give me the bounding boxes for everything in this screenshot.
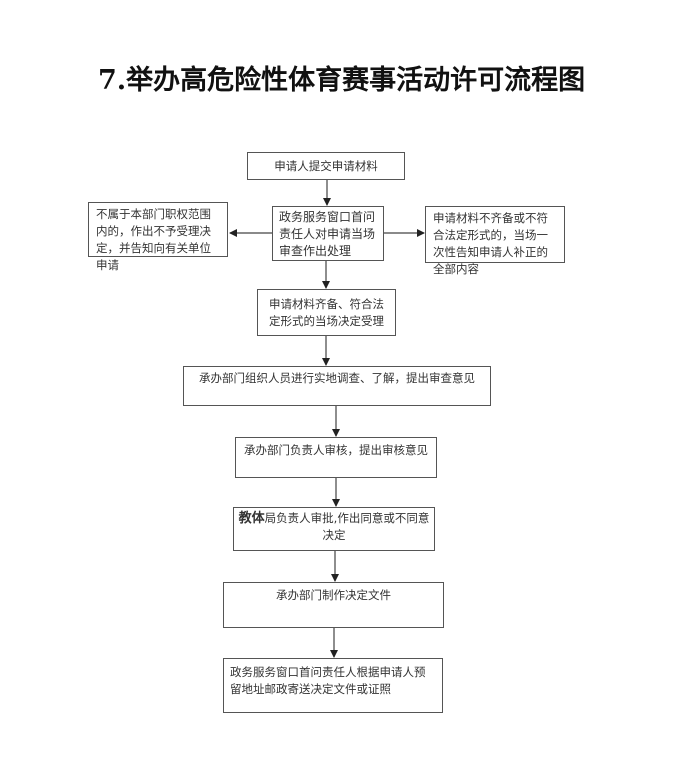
node-dept-review: 承办部门负责人审核，提出审核意见	[235, 437, 437, 478]
node-make-document: 承办部门制作决定文件	[223, 582, 444, 628]
node-submit: 申请人提交申请材料	[247, 152, 405, 180]
node-investigate-text: 承办部门组织人员进行实地调查、了解，提出审查意见	[199, 371, 475, 385]
node-supplement: 申请材料不齐备或不符合法定形式的，当场一次性告知申请人补正的全部内容	[425, 206, 565, 276]
node-reject-scope-text: 不属于本部门职权范围内的，作出不予受理决定，并告知向有关单位申请	[96, 207, 211, 272]
node-accept: 申请材料齐备、符合法定形式的当场决定受理	[257, 289, 396, 336]
node-review: 政务服务窗口首问责任人对申请当场审查作出处理	[272, 206, 384, 261]
node-approve-text: 局负责人审批,作出同意或不同意决定	[264, 511, 430, 542]
node-investigate: 承办部门组织人员进行实地调查、了解，提出审查意见	[183, 366, 491, 406]
node-reject-scope: 不属于本部门职权范围内的，作出不予受理决定，并告知向有关单位申请	[88, 202, 228, 272]
node-dept-review-text: 承办部门负责人审核，提出审核意见	[244, 443, 428, 457]
node-supplement-text: 申请材料不齐备或不符合法定形式的，当场一次性告知申请人补正的全部内容	[433, 211, 548, 276]
node-deliver-text: 政务服务窗口首问责任人根据申请人预留地址邮政寄送决定文件或证照	[230, 665, 426, 696]
node-deliver: 政务服务窗口首问责任人根据申请人预留地址邮政寄送决定文件或证照	[223, 658, 443, 713]
page-title: 7.举办高危险性体育赛事活动许可流程图	[98, 65, 586, 96]
node-review-text: 政务服务窗口首问责任人对申请当场审查作出处理	[279, 210, 376, 258]
node-approve: 教体局负责人审批,作出同意或不同意决定	[233, 507, 435, 551]
node-accept-text: 申请材料齐备、符合法定形式的当场决定受理	[269, 297, 384, 328]
node-make-document-text: 承办部门制作决定文件	[276, 588, 391, 602]
node-approve-lead: 教体	[238, 511, 265, 526]
node-submit-text: 申请人提交申请材料	[274, 159, 378, 173]
